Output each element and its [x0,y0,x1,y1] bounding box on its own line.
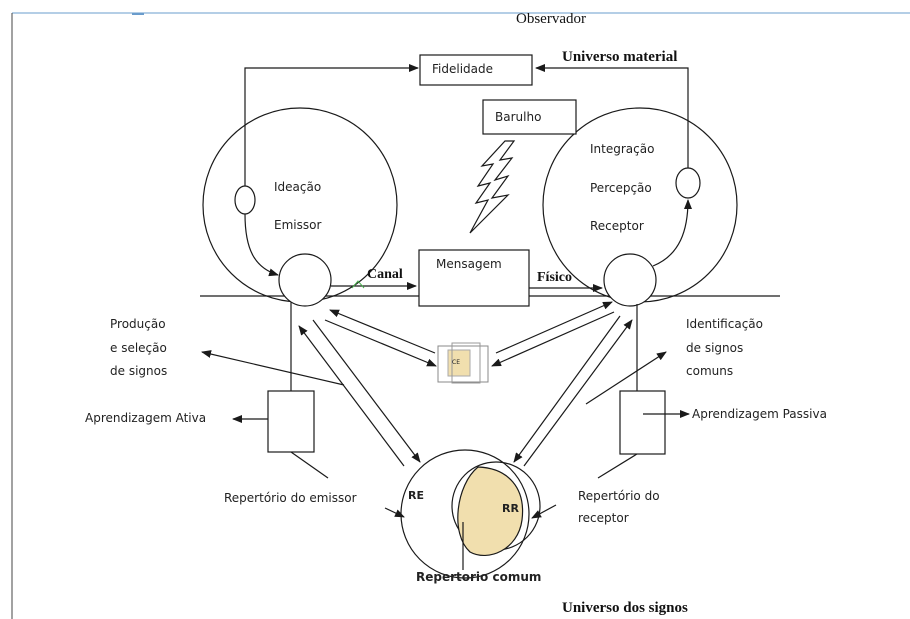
fidelidade-label: Fidelidade [432,62,494,76]
identificacao-label-line3: comuns [686,364,734,378]
mensagem-box [418,249,530,307]
barulho-box [482,99,577,135]
aprendizagem-ativa-label: Aprendizagem Ativa [85,411,207,425]
fisico-label: Físico [537,270,572,285]
venn-rr-label: RR [502,502,519,515]
identificacao-arrow [585,351,667,405]
ce-to-emitter-arrow [329,309,436,354]
receiver-to-venn-arrow [513,315,621,463]
emitter-node-circle [278,253,332,307]
aprendizagem-passiva-label: Aprendizagem Passiva [692,407,827,421]
ce-label: CE [452,359,460,366]
ideacao-label: Ideação [274,180,322,194]
receiver-node-to-loop [652,199,692,267]
ce-to-receiver-arrow [495,301,613,354]
integracao-label: Integração [590,142,655,156]
identificacao-label-line2: de signos [686,341,744,355]
emitter-loop-to-node [244,213,279,277]
ce-box-inner [451,342,481,384]
universo-signos-label: Universo dos signos [562,600,688,616]
passiva-box-to-label-line [597,453,638,479]
ativa-box-to-label-line [290,451,329,479]
emitter-to-ce-arrow [324,319,437,367]
receptor-label: Receptor [590,219,644,233]
repertorio-comum-label: Repertorio comum [416,570,542,584]
receiver-node-circle [603,253,657,307]
repertorio-emissor-label: Repertório do emissor [224,491,357,505]
repertorio-receptor-arrow [531,504,557,519]
producao-label-line3: de signos [110,364,168,378]
lightning-bolt-icon [469,140,516,234]
emissor-label: Emissor [274,218,322,232]
repertorio-receptor-label-line2: receptor [578,511,629,525]
identificacao-label-line1: Identificação [686,317,763,331]
canal-tick-icon [351,280,365,289]
universo-material-label: Universo material [562,49,678,65]
venn-to-emitter-arrow [298,325,405,467]
receiver-to-ce-arrow [491,311,615,367]
producao-arrow [201,350,345,386]
canal-label: Canal [367,267,403,282]
emitter-to-venn-arrow [312,319,421,463]
observador-title: Observador [516,11,586,27]
repertorio-emissor-arrow [384,507,405,518]
repertorio-receptor-label-line1: Repertório do [578,489,660,503]
percepcao-label: Percepção [590,181,652,195]
receiver-feedback-arrow [535,64,689,168]
producao-label-line2: e seleção [110,341,167,355]
venn-to-receiver-arrow [523,319,633,467]
aprendizagem-passiva-box [619,390,666,455]
barulho-label: Barulho [495,110,542,124]
emitter-loop-node [234,185,256,215]
venn-overlap [457,466,524,556]
producao-label-line1: Produção [110,317,166,331]
venn-re-label: RE [408,489,424,502]
ce-box-fill [447,349,471,377]
fidelidade-box [419,54,533,86]
mensagem-label: Mensagem [436,257,502,271]
emitter-feedback-arrow [244,64,419,186]
aprendizagem-ativa-box [267,390,315,453]
receiver-loop-node [675,167,701,199]
